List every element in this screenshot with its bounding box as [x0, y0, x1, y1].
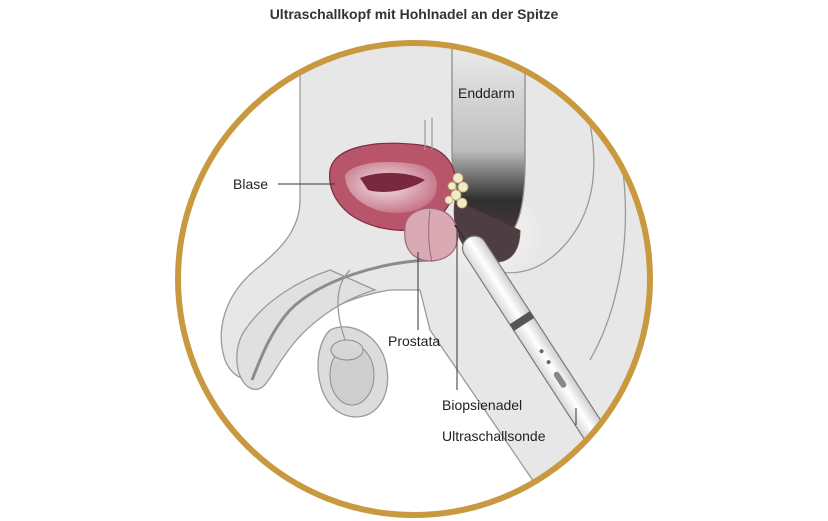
figure-title: Ultraschallkopf mit Hohlnadel an der Spi… — [269, 6, 559, 22]
prostate — [404, 207, 459, 262]
label-prostata: Prostata — [388, 333, 440, 349]
seminal-vesicles — [444, 172, 469, 209]
label-ultraschallsonde: Ultraschallsonde — [442, 428, 546, 444]
frame-ring — [175, 40, 653, 518]
label-blase: Blase — [233, 176, 268, 192]
epididymis — [330, 339, 364, 361]
prostate-lobe-line — [428, 209, 433, 263]
label-biopsienadel: Biopsienadel — [442, 397, 522, 413]
penis — [236, 269, 377, 391]
urethra — [250, 258, 431, 381]
anatomy-group — [220, 43, 650, 515]
label-enddarm: Enddarm — [458, 85, 515, 101]
bladder-inner-fold — [360, 172, 425, 192]
spermatic-cord — [337, 269, 351, 341]
